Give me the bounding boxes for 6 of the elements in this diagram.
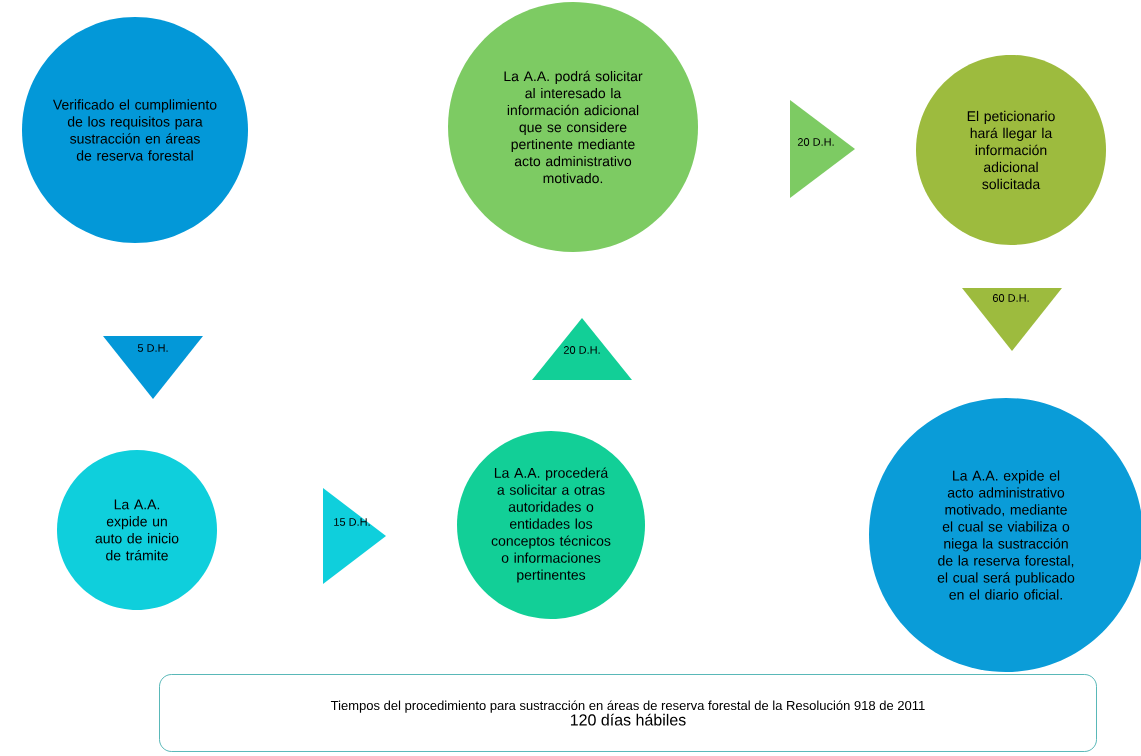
duration-triangle: 5 D.H.: [103, 336, 203, 399]
duration-triangle: 15 D.H.: [323, 488, 386, 584]
duration-triangle: 60 D.H.: [962, 288, 1062, 351]
duration-triangle: 20 D.H.: [532, 318, 632, 380]
summary-box: Tiempos del procedimiento para sustracción en áreas de reserva forestal de la Resolución 918 de 2011 120 días hábiles: [159, 674, 1097, 752]
duration-triangle: 20 D.H.: [790, 100, 855, 198]
